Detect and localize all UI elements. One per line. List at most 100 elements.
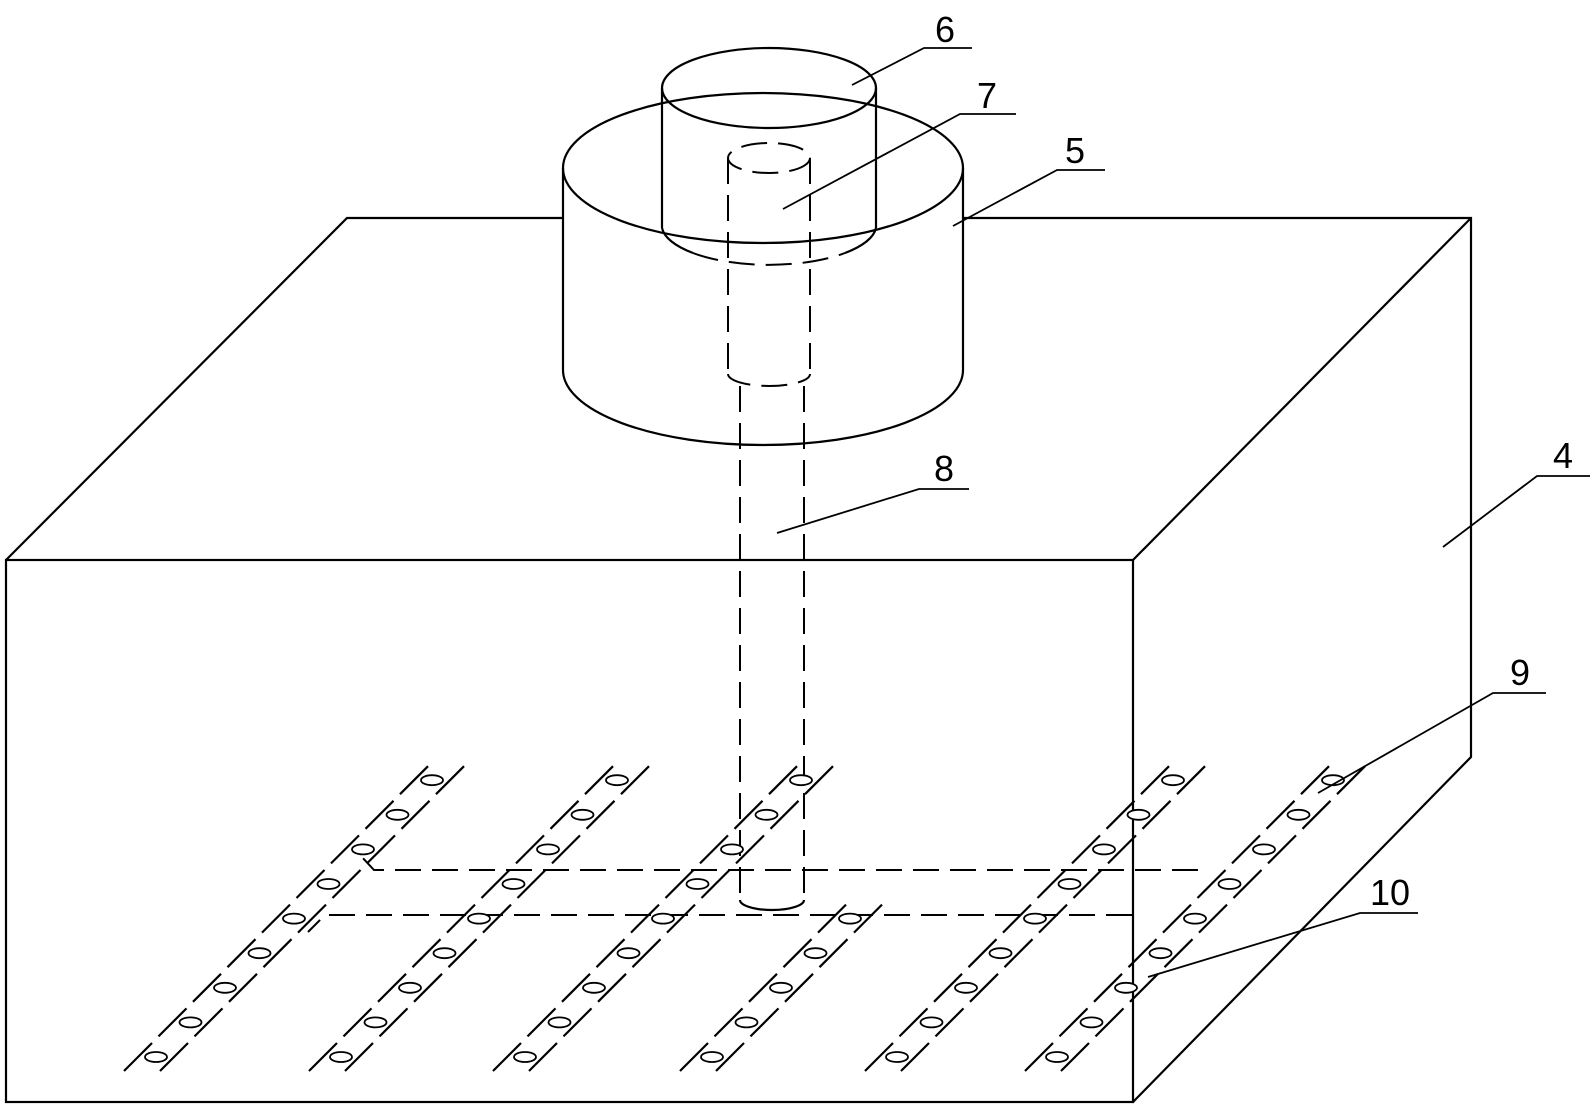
outlet-hole — [605, 774, 629, 787]
strip-rail — [1107, 834, 1137, 865]
strip-rail — [699, 834, 729, 865]
leader-7 — [782, 113, 1016, 210]
strip-rail — [1072, 869, 1103, 899]
strip-rail — [1336, 765, 1366, 795]
strip-rail — [900, 1042, 930, 1072]
strip-rail — [1071, 834, 1101, 865]
strip-rail — [261, 903, 291, 934]
outlet-hole — [838, 912, 862, 925]
outlet-hole — [734, 1016, 759, 1029]
strip-rail — [561, 973, 591, 1003]
outlet-hole — [754, 808, 779, 821]
manifold-front-line — [307, 914, 1132, 933]
label-10: 10 — [1370, 872, 1410, 913]
strip-rail — [562, 1007, 593, 1038]
strip-rail — [226, 938, 257, 968]
outlet-hole — [1057, 878, 1082, 890]
strip-rail — [1141, 800, 1172, 830]
strip-rail — [228, 973, 258, 1003]
strip-rail — [331, 869, 362, 899]
label-7: 7 — [977, 75, 997, 116]
strip-rail — [480, 869, 511, 899]
strip-rail — [342, 1007, 373, 1038]
strip-rail — [399, 765, 429, 795]
strip-rail — [666, 903, 696, 934]
strip-rail — [620, 765, 650, 795]
leader-10 — [1147, 912, 1418, 978]
strip-rail — [700, 869, 731, 899]
strip-rail — [584, 765, 614, 795]
tank-top-left-edge — [5, 216, 563, 561]
tank-right-edge — [1132, 217, 1472, 561]
strip-rail — [784, 973, 814, 1003]
down-pipe — [738, 386, 806, 912]
strip-rail — [1232, 869, 1263, 899]
leader-8 — [776, 488, 969, 534]
strip-rail — [193, 1007, 224, 1038]
strip-rail — [782, 938, 813, 968]
strip-rail — [516, 869, 547, 899]
strip-rail — [749, 1007, 780, 1038]
tank-top-right-edge — [963, 216, 1473, 1103]
strip-rail — [597, 973, 627, 1003]
outlet-hole — [329, 1051, 353, 1063]
outlet-hole — [398, 981, 422, 994]
strip-rail — [864, 1042, 894, 1072]
strip-rail — [295, 869, 326, 899]
strip-rail — [549, 800, 580, 830]
outlet-hole — [616, 947, 641, 960]
outlet-hole — [547, 1016, 572, 1029]
upper-cylinder-bottom-left — [660, 227, 694, 255]
upper-cylinder-top — [660, 46, 878, 130]
strip-rail — [1036, 869, 1067, 899]
strip-rail — [1196, 869, 1227, 899]
outlet-hole — [420, 774, 444, 787]
strip-rail — [1176, 765, 1206, 795]
outlet-hole — [1079, 1016, 1104, 1029]
tank-front-face — [4, 558, 1135, 1104]
strip-rail — [526, 1007, 557, 1038]
strip-rail — [1301, 800, 1332, 830]
inner-rod-top — [727, 142, 811, 174]
strip-rail — [1198, 903, 1228, 934]
outlet-hole — [919, 1016, 944, 1029]
strip-rail — [528, 1042, 558, 1072]
strip-rail — [595, 938, 626, 968]
strip-rail — [679, 1042, 709, 1072]
strip-rail — [344, 1042, 374, 1072]
strip-rail — [933, 973, 963, 1003]
outlet-hole — [1126, 808, 1151, 821]
outlet-hole — [178, 1016, 203, 1029]
strip-rail — [853, 903, 883, 934]
strip-rail — [585, 800, 616, 830]
strip-rail — [447, 938, 478, 968]
pipe-strip — [123, 765, 465, 1072]
outlet-hole — [351, 843, 375, 856]
strip-rail — [898, 1007, 929, 1038]
strip-rail — [804, 765, 834, 795]
outlet-hole — [582, 981, 606, 994]
strip-rail — [446, 903, 476, 934]
outlet-hole — [1286, 808, 1311, 821]
strip-rail — [631, 938, 662, 968]
strip-rail — [664, 869, 695, 899]
strip-rail — [969, 973, 999, 1003]
strip-rail — [551, 834, 581, 865]
strip-rail — [1093, 973, 1123, 1003]
label-8: 8 — [934, 448, 954, 489]
strip-rail — [1231, 834, 1261, 865]
strip-rail — [492, 1042, 522, 1072]
strip-rail — [1060, 1042, 1090, 1072]
strip-rail — [330, 834, 360, 865]
strip-rail — [1002, 903, 1032, 934]
strip-rail — [192, 973, 222, 1003]
strip-rail — [1129, 973, 1159, 1003]
strip-rail — [1162, 903, 1192, 934]
inner-rod — [727, 142, 811, 387]
outlet-hole — [1045, 1051, 1069, 1063]
outlet-hole — [432, 947, 457, 960]
strip-rail — [768, 765, 798, 795]
leader-4 — [1442, 475, 1590, 548]
outlet-hole — [536, 843, 560, 856]
